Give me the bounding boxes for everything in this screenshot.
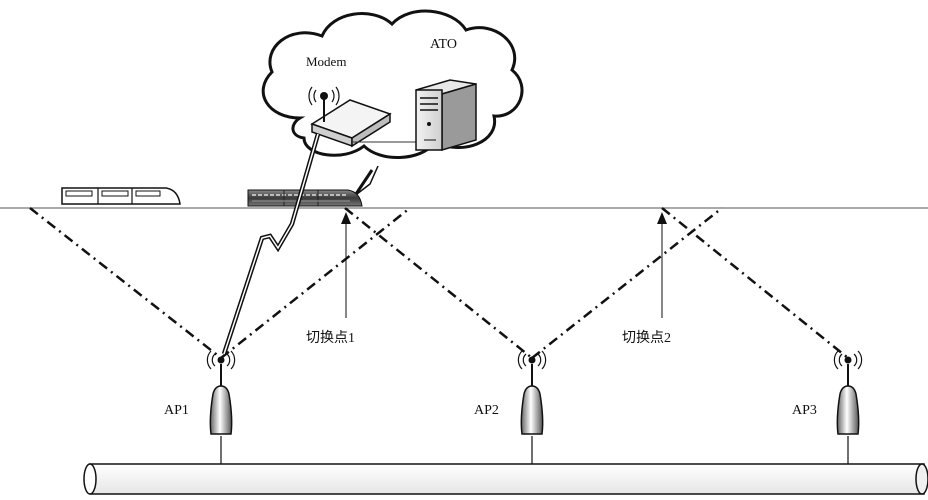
ap1-label: AP1	[164, 403, 189, 418]
modem-label: Modem	[306, 54, 346, 69]
modem-device	[308, 86, 392, 148]
train-icon	[247, 189, 363, 207]
ap3-label: AP3	[792, 403, 817, 418]
coverage-line-ap3-left	[661, 207, 849, 359]
cloud-network	[261, 9, 524, 205]
ap2-label: AP2	[474, 403, 499, 418]
cloud-outline	[261, 9, 524, 159]
switch-point-label-2: 切换点2	[622, 329, 671, 346]
ato-label: ATO	[430, 37, 457, 52]
wireless-link-icon	[221, 133, 321, 355]
train-outline-icon	[61, 187, 181, 205]
access-point-ap2	[517, 350, 547, 464]
access-point-ap1	[206, 350, 236, 464]
switch-point-arrow-2	[657, 212, 667, 318]
access-point-ap3	[833, 350, 863, 464]
coverage-line-ap1-left	[29, 207, 222, 359]
modem-antenna-icon	[320, 92, 328, 100]
antenna-icon	[528, 356, 536, 364]
coverage-line-ap2-left	[344, 207, 533, 359]
cable-pipe	[83, 463, 928, 495]
antenna-icon	[844, 356, 852, 364]
coverage-line-ap2-right	[531, 207, 723, 359]
coverage-line-ap1-right	[220, 207, 411, 359]
switch-point-label-1: 切换点1	[306, 329, 355, 346]
antenna-icon	[217, 356, 225, 364]
coverage-lines	[29, 207, 849, 359]
switch-point-arrow-1	[341, 212, 351, 318]
server-icon	[415, 79, 477, 152]
